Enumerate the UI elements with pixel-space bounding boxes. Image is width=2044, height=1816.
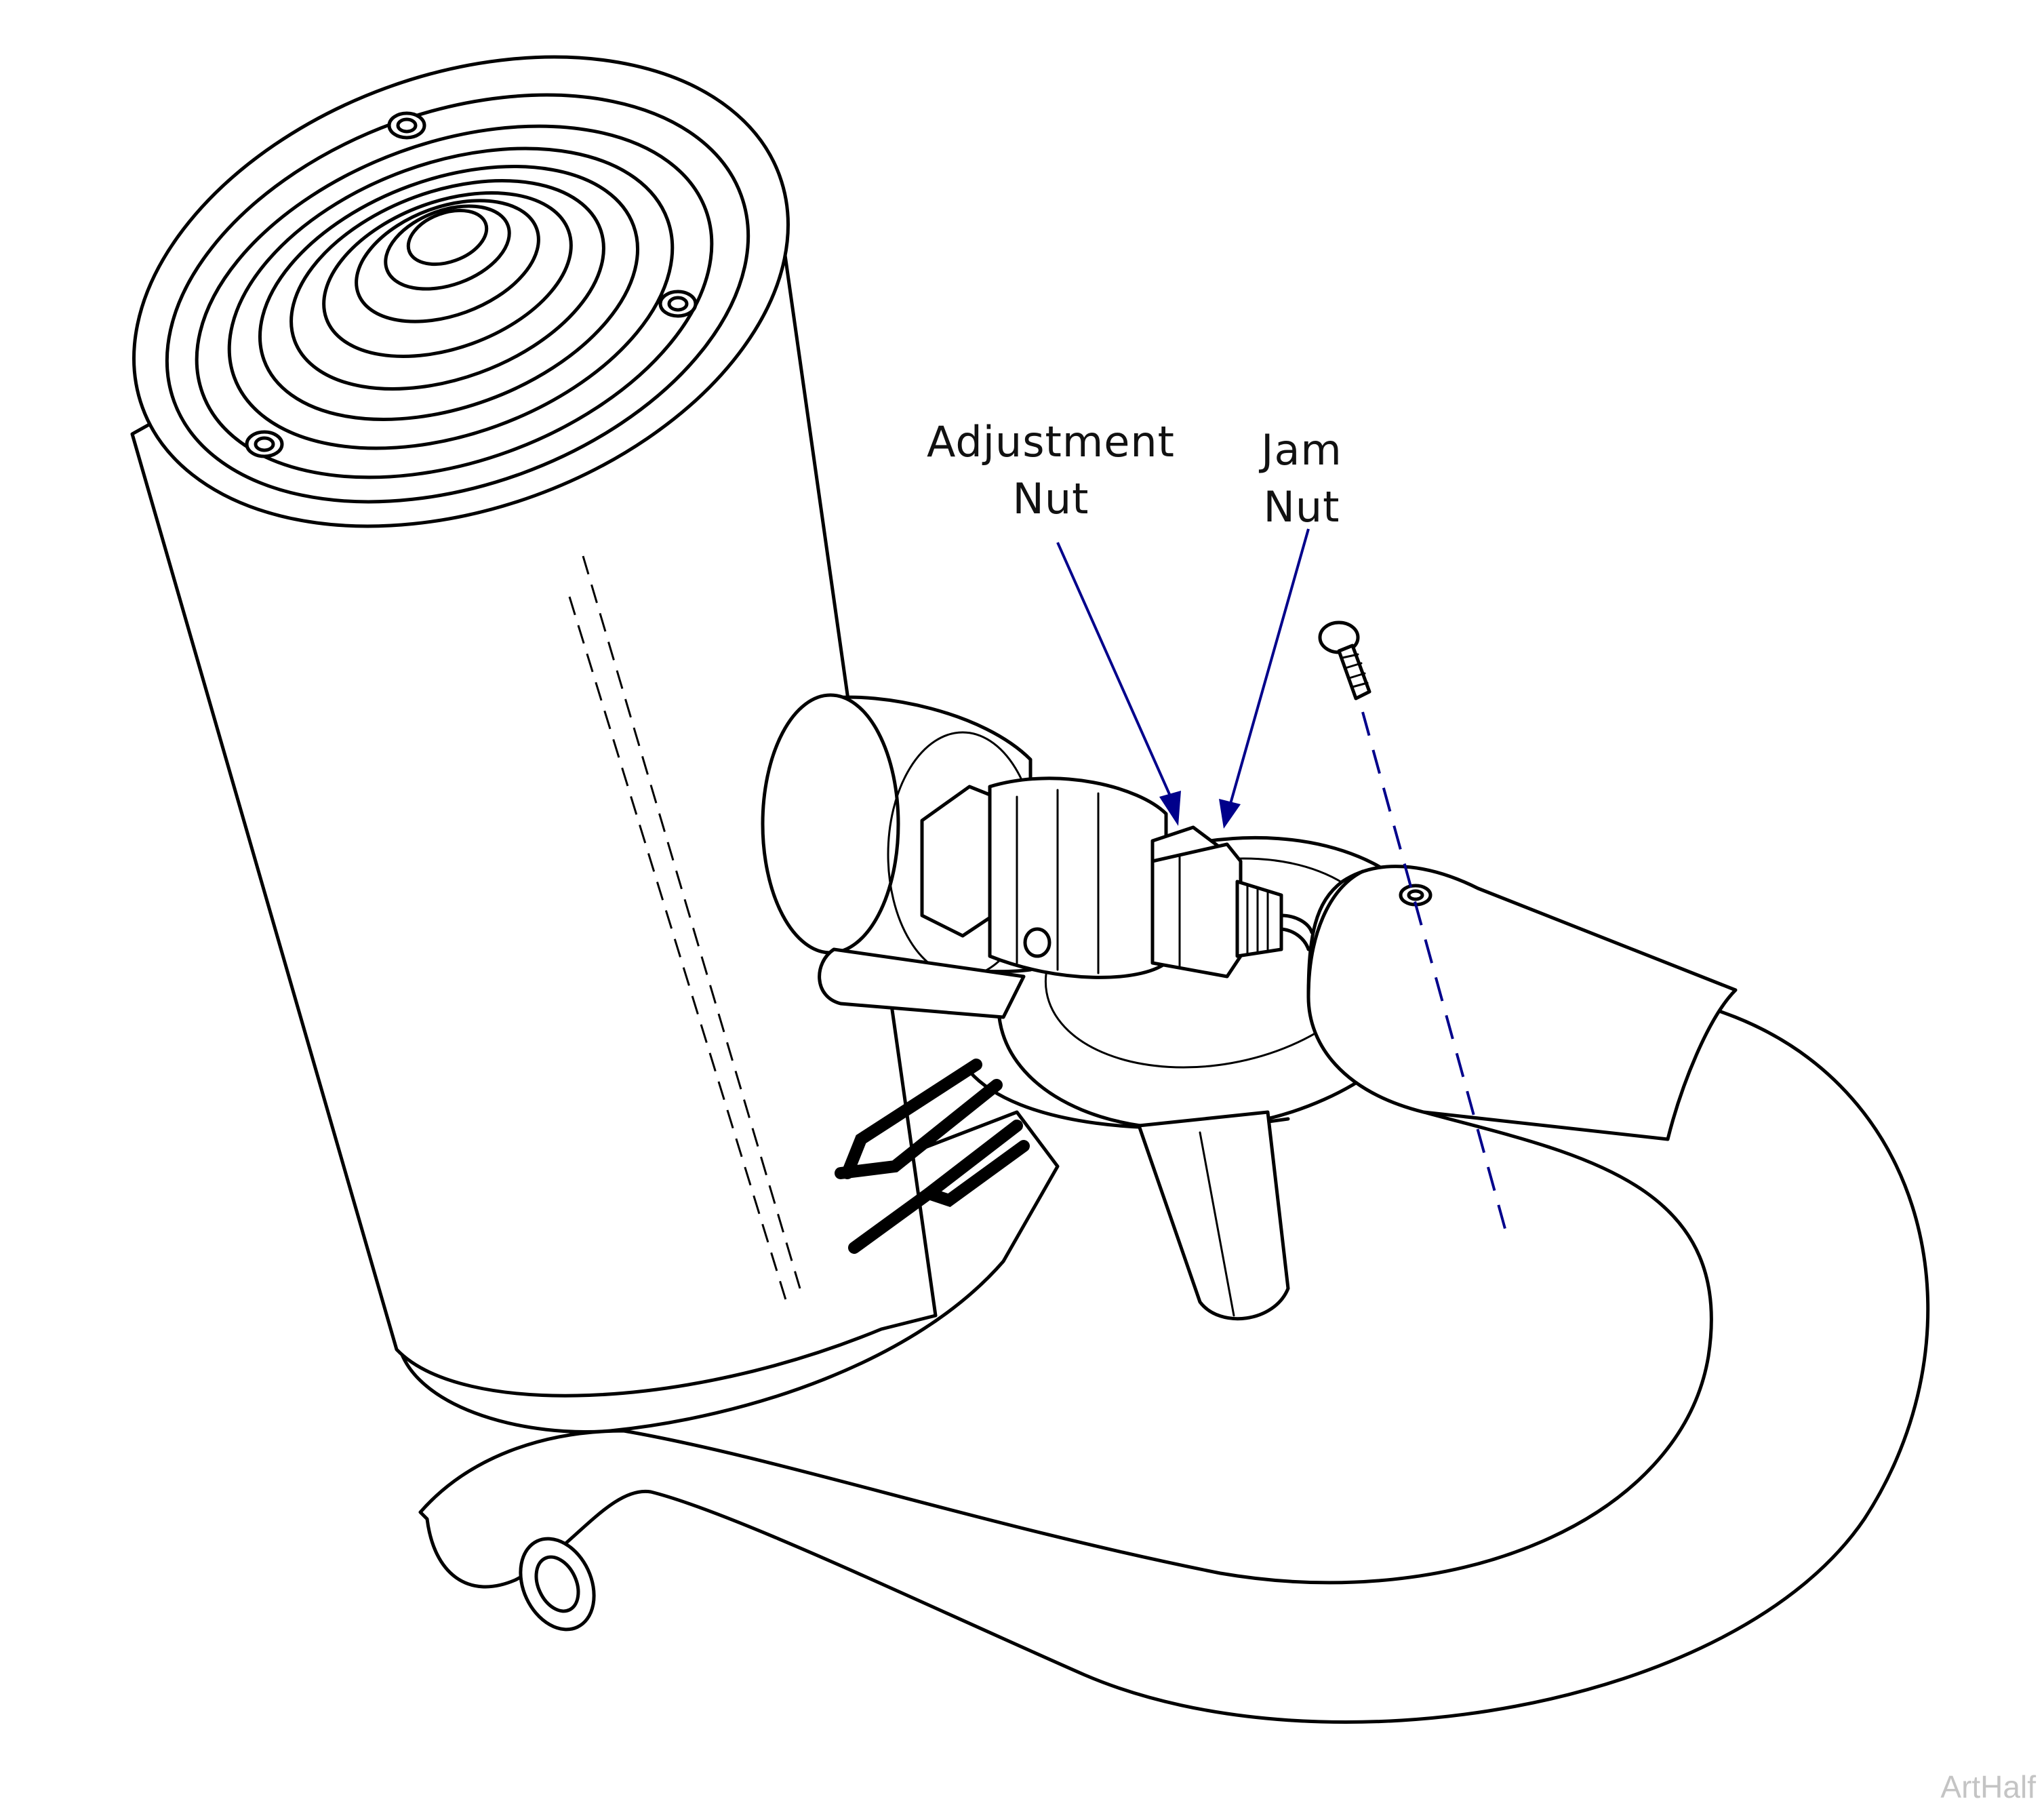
wires	[835, 1059, 1030, 1254]
callout-leaders	[1056, 528, 1510, 1242]
callout-adjustment-nut-line1: Adjustment	[927, 417, 1175, 467]
callout-jam-nut-line2: Nut	[1263, 482, 1340, 532]
watermark: ArtHalf	[1940, 1769, 2036, 1804]
callout-jam-nut: Jam Nut	[1220, 422, 1383, 536]
valve-stem	[1137, 1110, 1290, 1321]
callout-adjustment-nut-line2: Nut	[1012, 474, 1089, 524]
hose-elbow	[1306, 865, 1738, 1141]
motor-housing	[130, 55, 938, 1398]
adjustment-fitting	[920, 776, 1314, 979]
callout-adjustment-nut: Adjustment Nut	[902, 414, 1200, 528]
callout-jam-nut-line1: Jam	[1261, 425, 1342, 475]
mounting-screw	[1318, 620, 1371, 700]
